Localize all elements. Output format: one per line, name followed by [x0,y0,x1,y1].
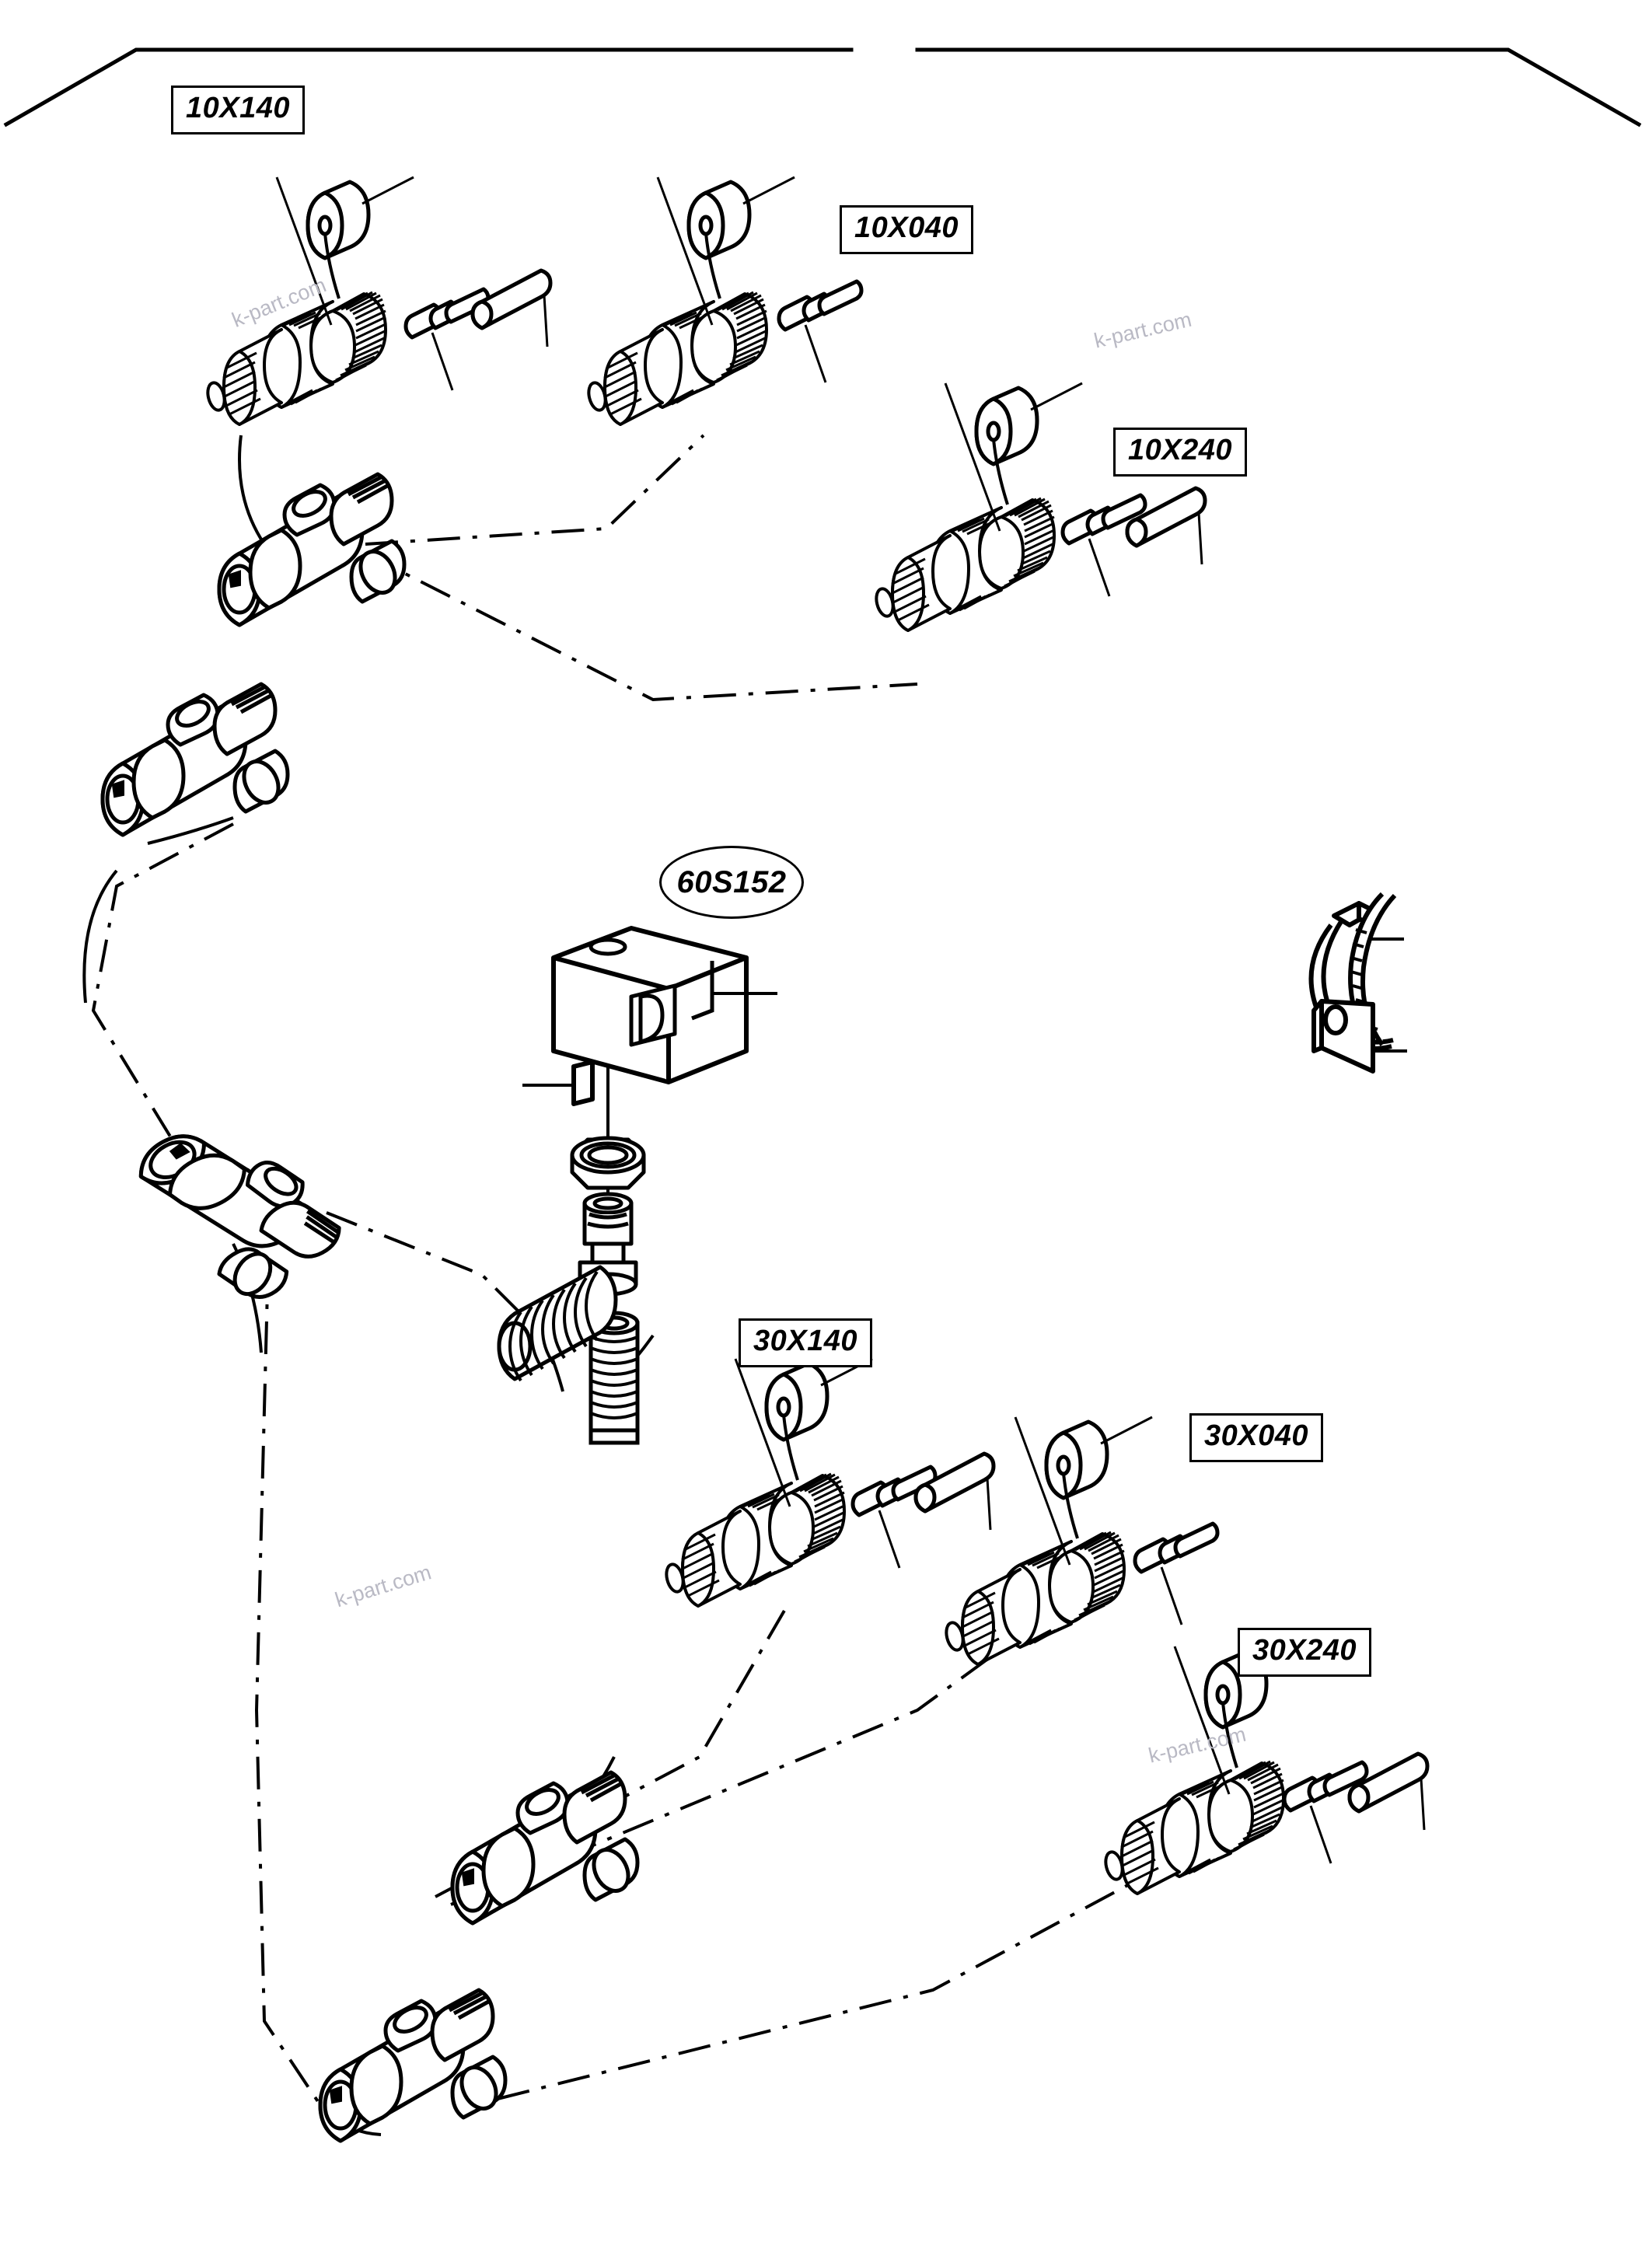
connector-body-2 [103,684,288,835]
harness-routing [91,434,1136,2116]
assembly-30x140 [664,1359,994,1606]
assembly-10x240 [874,383,1205,630]
page-border [3,47,1642,127]
part-label-30x040[interactable]: 30X040 [1189,1413,1324,1462]
part-label-10x140[interactable]: 10X140 [171,86,306,134]
assembly-30x240 [1103,1646,1427,1894]
connector-body-5 [320,1990,505,2141]
part-label-10x040[interactable]: 10X040 [840,205,974,254]
part-label-30x240[interactable]: 30X240 [1238,1628,1372,1677]
part-label-10x240[interactable]: 10X240 [1113,428,1248,477]
connector-body-3 [131,1088,351,1322]
solenoid-coil-assembly [499,926,777,1443]
assembly-10x040 [586,177,861,424]
connector-body-4 [452,1772,637,1923]
connector-body-1 [219,474,404,625]
mounting-tag [1311,999,1407,1074]
part-label-30x140[interactable]: 30X140 [739,1318,873,1367]
part-label-60s152[interactable]: 60S152 [659,846,804,919]
